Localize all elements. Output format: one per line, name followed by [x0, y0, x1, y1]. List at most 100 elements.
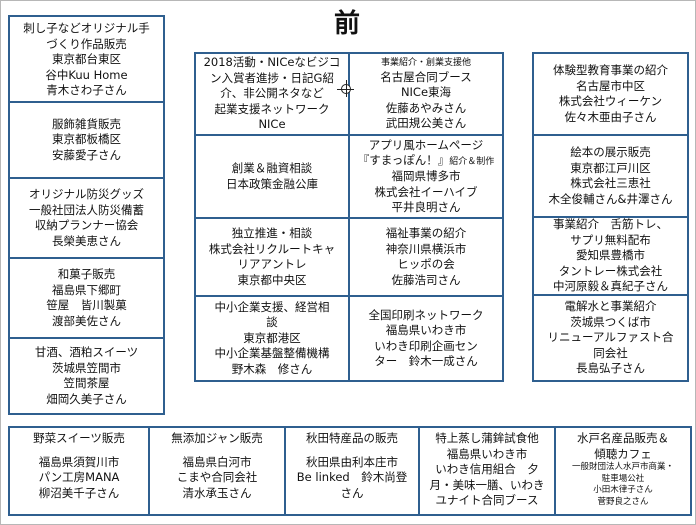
- booth-right-3: 事業紹介 舌筋トレ、 サプリ無料配布 愛知県豊橋市 タントレー株式会社 中河原毅…: [534, 218, 687, 294]
- booth-text: こまや合同会社: [176, 470, 258, 484]
- booth-text: 創業＆融資相談: [231, 161, 313, 175]
- booth-text: 絵本の展示販売: [570, 145, 651, 159]
- booth-subtext: 事業紹介・創業支援他: [380, 57, 471, 68]
- booth-text: 東京都港区: [243, 330, 301, 345]
- booth-text: ター 鈴木一成さん: [374, 354, 478, 368]
- booth-text: 柳沼美千子さん: [38, 485, 120, 500]
- booth-bottom-3: 秋田特産品の販売 秋田県由利本庄市 Be linked 鈴木尚登 さん: [286, 428, 418, 514]
- booth-heading: 野菜スイーツ販売: [33, 431, 125, 445]
- booth-left-4: 和菓子販売 福島県下郷町 笹屋 皆川製菓 渡部美佐さん: [10, 259, 163, 337]
- booth-text: 長島弘子さん: [576, 361, 645, 376]
- booth-text: 畑岡久美子さん: [46, 391, 127, 406]
- booth-text: 東京都台東区: [52, 52, 121, 66]
- booth-text: 株式会社三恵社: [570, 176, 651, 190]
- booth-text: 電解水と事業紹介: [564, 299, 657, 314]
- booth-text: 平井良明さん: [391, 200, 461, 214]
- booth-heading: 無添加ジャン販売: [171, 431, 263, 445]
- booth-text: 安藤愛子さん: [52, 147, 121, 162]
- booth-center-right-2: アプリ風ホームページ 『すまっぽん！』紹介＆制作 福岡県博多市 株式会社イーハイ…: [350, 136, 502, 217]
- booth-subtext: 一般財団法人水戸市商業・: [571, 462, 674, 472]
- booth-text: 一般社団法人防災備蓄: [29, 202, 144, 217]
- booth-bottom-5: 水戸名産品販売＆ 傾聴カフェ 一般財団法人水戸市商業・ 駐車場公社 小田木律子さ…: [556, 428, 690, 514]
- booth-text: 起業支援ネットワーク: [214, 101, 330, 116]
- booth-left-5: 甘酒、酒粕スイーツ 茨城県笠間市 笠間茶屋 畑岡久美子さん: [10, 339, 163, 413]
- booth-center-right-1: 事業紹介・創業支援他 名古屋合同ブース NICe東海 佐藤あやみさん 武田規公美…: [350, 54, 502, 134]
- booth-text: リニューアルファスト合: [547, 330, 674, 345]
- booth-text: 月・美味一膳、いわき: [429, 477, 545, 492]
- booth-text: 介、非公開ネタなど: [220, 86, 324, 101]
- booth-text-line: 『すまっぽん！』紹介＆制作: [358, 153, 495, 169]
- booth-text: 体験型教育事業の紹介: [553, 63, 668, 77]
- booth-text: 株式会社イーハイブ: [374, 184, 478, 199]
- booth-text: 東京都板橋区: [52, 132, 121, 147]
- booth-text: 刺し子などオリジナル手: [23, 21, 150, 35]
- booth-bottom-1: 野菜スイーツ販売 福島県須賀川市 パン工房MANA 柳沼美千子さん: [10, 428, 148, 514]
- booth-text: NICe東海: [400, 85, 452, 99]
- booth-text: 甘酒、酒粕スイーツ: [34, 345, 139, 359]
- booth-text: 長榮美恵さん: [52, 233, 121, 248]
- booth-text: NICe: [258, 117, 286, 132]
- booth-text: 清水承玉さん: [182, 485, 252, 500]
- right-booth-group: 体験型教育事業の紹介 名古屋市中区 株式会社ウィーケン 佐々木亜由子さん 絵本の…: [532, 52, 689, 382]
- booth-text: 笠間茶屋: [63, 376, 110, 390]
- left-booth-group: 刺し子などオリジナル手 づくり作品販売 東京都台東区 谷中Kuu Home 青木…: [8, 15, 165, 415]
- booth-text: ヒッポの会: [397, 257, 455, 271]
- booth-text: 木全俊輔さん&井澤さん: [548, 191, 673, 206]
- booth-text: アプリ風ホームページ: [368, 137, 484, 152]
- booth-text: 佐々木亜由子さん: [564, 109, 657, 124]
- booth-text: Be linked 鈴木尚登: [296, 470, 408, 484]
- booth-heading: 水戸名産品販売＆: [577, 431, 669, 445]
- booth-text: 福岡県博多市: [391, 169, 461, 183]
- booth-text: タントレー株式会社: [558, 263, 663, 278]
- booth-subtext: 小田木律子さん: [593, 485, 653, 495]
- booth-text: さん: [340, 485, 364, 500]
- booth-center-right-3: 福祉事業の紹介 神奈川県横浜市 ヒッポの会 佐藤浩司さん: [350, 219, 502, 295]
- booth-subtext: 菅野良之さん: [597, 496, 649, 507]
- booth-text: 独立推進・相談: [231, 226, 313, 240]
- booth-text: 武田規公美さん: [385, 116, 467, 130]
- booth-text: 神奈川県横浜市: [385, 241, 467, 256]
- booth-center-left-1: 2018活動・NICeなビジコ ン入賞者進捗・日記G紹 介、非公開ネタなど 起業…: [196, 54, 348, 134]
- booth-text: 談: [266, 315, 278, 330]
- booth-text: 笹屋 皆川製菓: [46, 298, 127, 312]
- booth-text: 事業紹介 舌筋トレ、: [553, 218, 668, 232]
- booth-text: リアアントレ: [237, 257, 307, 271]
- booth-right-2: 絵本の展示販売 東京都江戸川区 株式会社三恵社 木全俊輔さん&井澤さん: [534, 136, 687, 216]
- booth-text: 日本政策金融公庫: [226, 176, 318, 191]
- booth-text: 名古屋市中区: [576, 78, 645, 93]
- booth-text: パン工房MANA: [38, 470, 120, 484]
- booth-text: いわき印刷企画セン: [374, 338, 478, 353]
- booth-heading: 特上蒸し蒲鉾試食他: [435, 431, 539, 445]
- booth-text: 名古屋合同ブース: [380, 69, 472, 84]
- booth-text: 中小企業支援、経営相: [214, 299, 330, 314]
- booth-left-2: 服飾雑貨販売 東京都板橋区 安藤愛子さん: [10, 103, 163, 177]
- booth-text: オリジナル防災グッズ: [29, 187, 144, 201]
- booth-text: 茨城県笠間市: [52, 360, 121, 375]
- booth-left-3: オリジナル防災グッズ 一般社団法人防災備蓄 収納プランナー協会 長榮美恵さん: [10, 179, 163, 257]
- booth-bottom-2: 無添加ジャン販売 福島県白河市 こまや合同会社 清水承玉さん: [150, 428, 284, 514]
- booth-text: 谷中Kuu Home: [45, 67, 128, 82]
- booth-text: 福島県白河市: [182, 454, 252, 469]
- booth-center-right-4: 全国印刷ネットワーク 福島県いわき市 いわき印刷企画セン ター 鈴木一成さん: [350, 297, 502, 380]
- booth-text: 福島県いわき市: [446, 446, 528, 461]
- booth-center-left-4: 中小企業支援、経営相 談 東京都港区 中小企業基盤整備機構 野木森 修さん: [196, 297, 348, 380]
- booth-text: 茨城県つくば市: [570, 314, 651, 329]
- booth-right-1: 体験型教育事業の紹介 名古屋市中区 株式会社ウィーケン 佐々木亜由子さん: [534, 54, 687, 134]
- booth-text: 中小企業基盤整備機構: [214, 346, 330, 361]
- booth-heading: 傾聴カフェ: [594, 446, 652, 461]
- booth-text: 服飾雑貨販売: [52, 116, 121, 131]
- booth-text: 秋田県由利本庄市: [306, 454, 398, 469]
- booth-text: 中河原毅＆真紀子さん: [553, 279, 668, 294]
- booth-text: 渡部美佐さん: [52, 313, 121, 328]
- booth-text: 佐藤あやみさん: [385, 100, 467, 115]
- app-name: 『すまっぽん！』: [357, 153, 450, 167]
- booth-text: 同会社: [593, 345, 628, 360]
- booth-text: サプリ無料配布: [570, 232, 651, 247]
- booth-center-left-3: 独立推進・相談 株式会社リクルートキャ リアアントレ 東京都中央区: [196, 219, 348, 295]
- booth-text: 株式会社リクルートキャ: [208, 241, 336, 256]
- booth-subtext: 駐車場公社: [601, 473, 645, 484]
- booth-text: いわき信用組合 夕: [435, 462, 539, 476]
- booth-heading: 秋田特産品の販売: [306, 431, 398, 445]
- page-title: 前: [333, 9, 360, 39]
- booth-text: 愛知県豊橋市: [576, 248, 645, 263]
